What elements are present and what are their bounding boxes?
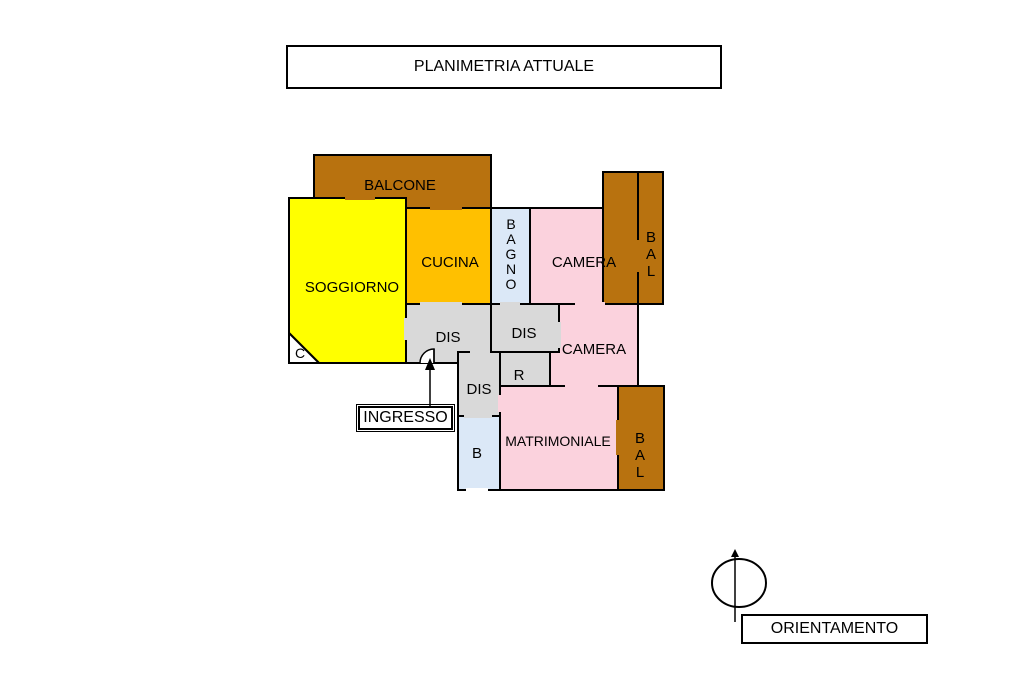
label-soggiorno: SOGGIORNO <box>305 279 399 296</box>
room-bal-right-1-inner <box>637 171 664 305</box>
label-bal-right-2-c: L <box>636 464 644 481</box>
orientation-label: ORIENTAMENTO <box>741 614 928 644</box>
label-balcone-top: BALCONE <box>364 177 436 194</box>
label-bagno-5: O <box>506 276 517 292</box>
label-bal-right-1-c: L <box>647 263 655 280</box>
label-dis-2: DIS <box>511 325 536 342</box>
room-cucina <box>405 207 492 305</box>
compass-icon <box>711 549 767 622</box>
label-bal-right-2-a: B <box>635 430 645 447</box>
room-ripostiglio <box>499 351 551 387</box>
label-ripostiglio: R <box>514 367 525 384</box>
label-dis-3: DIS <box>466 381 491 398</box>
label-matrimoniale: MATRIMONIALE <box>505 433 611 449</box>
label-bagno-1: B <box>506 216 515 232</box>
label-bal-right-1-a: B <box>646 229 656 246</box>
label-bagno-4: N <box>506 261 516 277</box>
label-dis-1: DIS <box>435 329 460 346</box>
plan-title: PLANIMETRIA ATTUALE <box>286 45 722 89</box>
room-closet <box>288 330 322 364</box>
entrance-arrowhead <box>425 358 435 370</box>
room-soggiorno <box>288 197 407 364</box>
label-cucina: CUCINA <box>421 254 479 271</box>
door-openings <box>345 196 640 492</box>
label-bal-right-1-b: A <box>646 246 656 263</box>
label-camera-2: CAMERA <box>562 341 626 358</box>
label-closet: C <box>295 345 305 361</box>
entrance-label: INGRESSO <box>356 404 455 432</box>
label-bagno-3: G <box>506 246 517 262</box>
label-b-small: B <box>472 445 482 462</box>
label-bal-right-2-b: A <box>635 447 645 464</box>
label-camera-1: CAMERA <box>552 254 616 271</box>
label-bagno-2: A <box>506 231 516 247</box>
room-b-small <box>457 415 501 491</box>
